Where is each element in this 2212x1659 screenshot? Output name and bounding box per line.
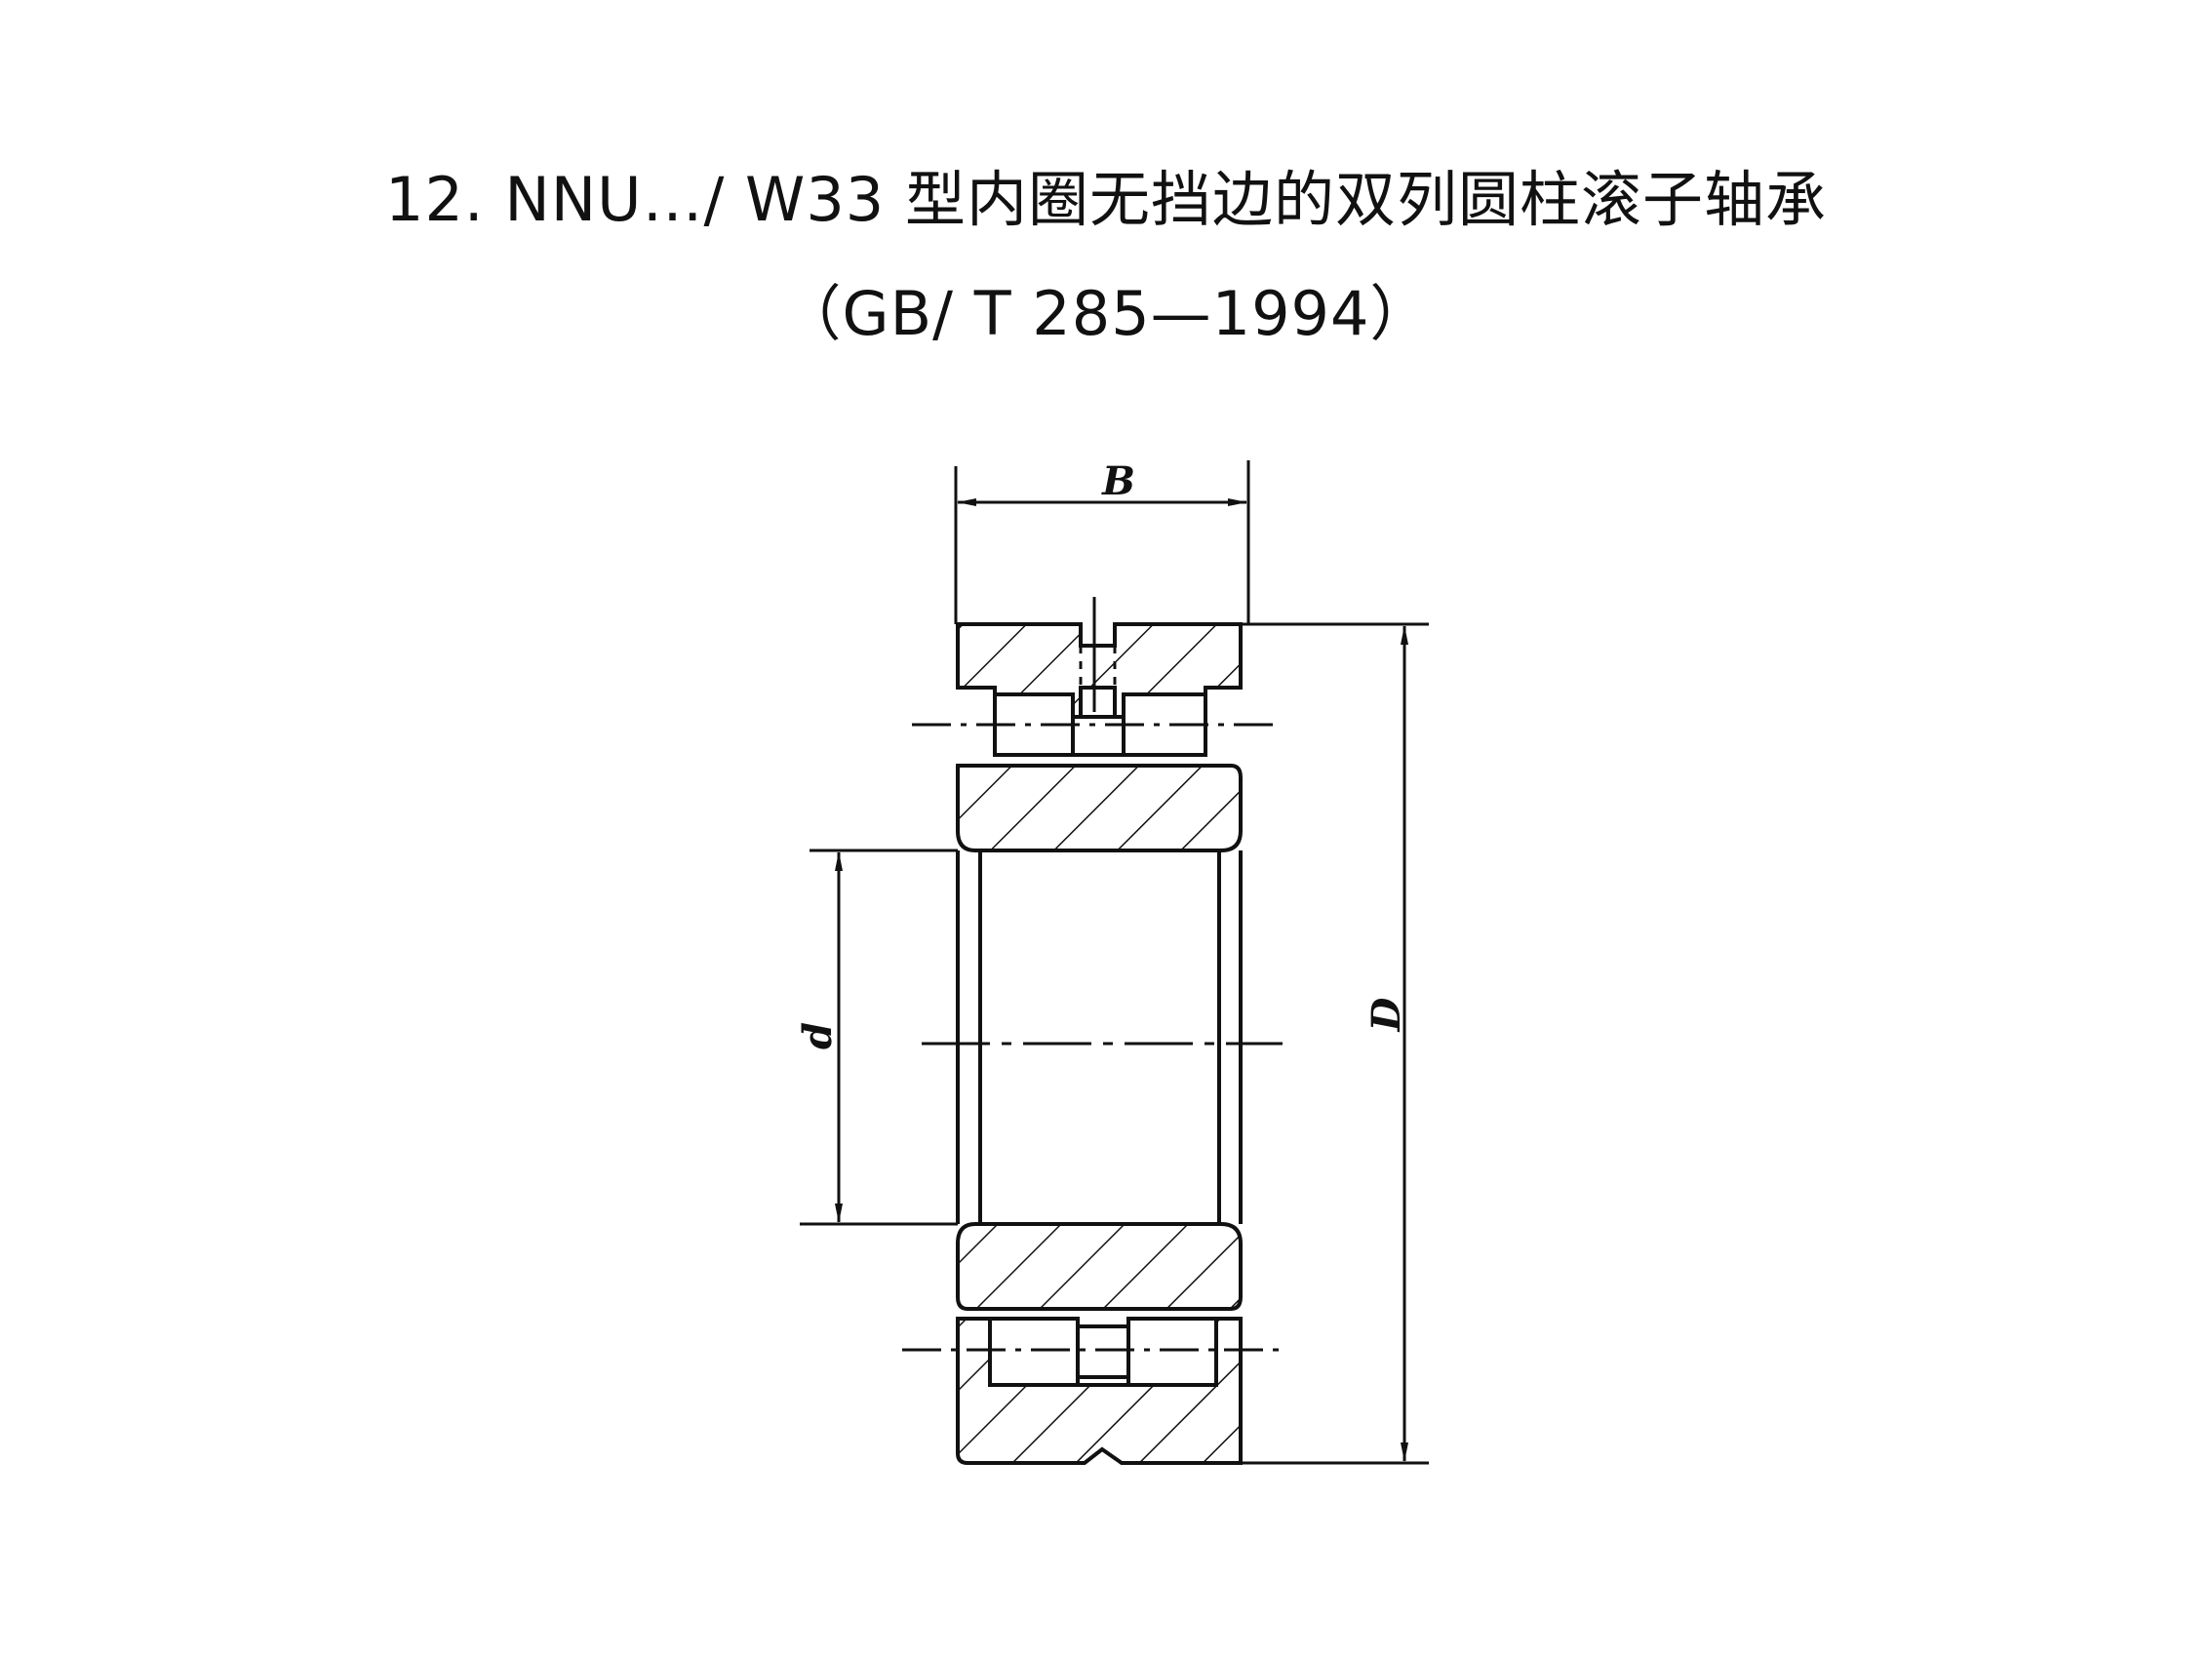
inner-ring-upper xyxy=(956,764,1243,852)
dimension-b: B xyxy=(954,458,1250,624)
page-title: 12. NNU…/ W33 型内圈无挡边的双列圆柱滚子轴承 xyxy=(385,164,1827,235)
bore xyxy=(922,850,1283,1224)
cage-upper xyxy=(1071,715,1126,757)
rollers-lower xyxy=(902,1317,1287,1387)
outer-ring-lower xyxy=(956,1317,1243,1465)
standard-reference: （GB/ T 285—1994） xyxy=(780,278,1432,349)
cage-lower xyxy=(1076,1324,1130,1379)
dimension-bore-d: d xyxy=(795,849,958,1226)
label-bore-d: d xyxy=(795,1022,841,1049)
label-d: D xyxy=(1363,997,1409,1032)
inner-ring-lower xyxy=(956,1222,1243,1311)
roller-lower-left xyxy=(988,1317,1080,1387)
label-b: B xyxy=(1101,458,1135,504)
dimension-d: D xyxy=(1241,622,1429,1465)
roller-lower-right xyxy=(1126,1317,1218,1387)
rollers-upper xyxy=(912,692,1278,757)
